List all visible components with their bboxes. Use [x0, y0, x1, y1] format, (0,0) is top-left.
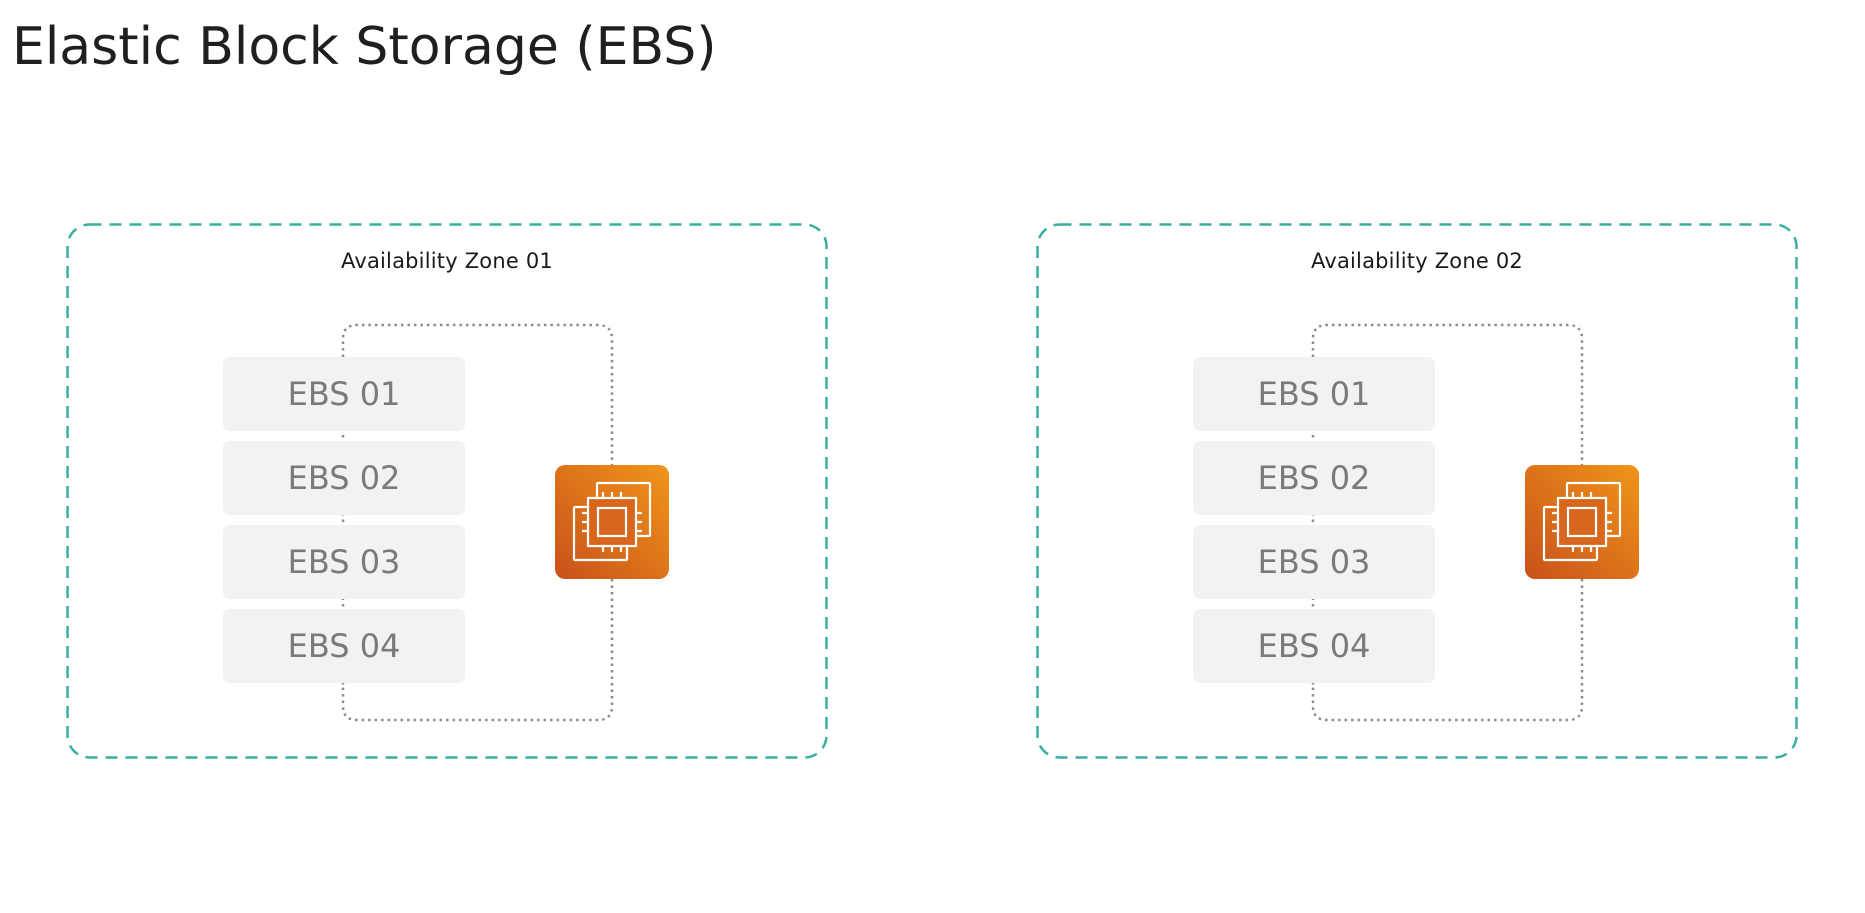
ec2-instance-icon[interactable]	[1525, 465, 1639, 579]
zone-label: Availability Zone 01	[340, 249, 553, 273]
ebs-volume-4[interactable]: EBS 04	[1193, 609, 1435, 683]
ebs-volume-2[interactable]: EBS 02	[1193, 441, 1435, 515]
ebs-volume-group: EBS 01 EBS 02 EBS 03 EBS 04	[223, 357, 465, 687]
ebs-volume-1[interactable]: EBS 01	[1193, 357, 1435, 431]
ebs-volume-4[interactable]: EBS 04	[223, 609, 465, 683]
page-title: Elastic Block Storage (EBS)	[12, 17, 717, 77]
availability-zone-2: Availability Zone 02 EBS 01 EBS 02 EBS 0…	[1036, 223, 1798, 759]
zone-label: Availability Zone 02	[1310, 249, 1523, 273]
ebs-volume-1[interactable]: EBS 01	[223, 357, 465, 431]
ebs-volume-2[interactable]: EBS 02	[223, 441, 465, 515]
ec2-instance-icon[interactable]	[555, 465, 669, 579]
ebs-volume-3[interactable]: EBS 03	[1193, 525, 1435, 599]
ebs-volume-group: EBS 01 EBS 02 EBS 03 EBS 04	[1193, 357, 1435, 687]
availability-zone-1: Availability Zone 01 EBS 01 EBS 02 EBS 0…	[66, 223, 828, 759]
ebs-volume-3[interactable]: EBS 03	[223, 525, 465, 599]
